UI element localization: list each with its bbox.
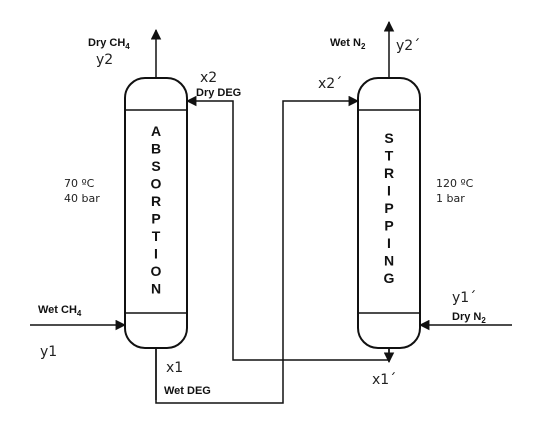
x1-variable: x1 [166,360,183,376]
dry-n2-label: Dry N2 [452,311,486,325]
x2-variable: x2 [200,70,217,86]
wet-ch4-label: Wet CH4 [38,304,82,318]
stripper-temperature: 120 ºC [436,177,474,190]
absorber-pressure: 40 bar [64,192,100,205]
x2-prime-variable: x2´ [318,76,342,92]
absorber-temperature: 70 ºC [64,177,95,190]
y1-variable: y1 [40,344,57,360]
y2-prime-variable: y2´ [396,38,420,54]
wet-deg-label: Wet DEG [164,385,211,397]
y2-variable: y2 [96,52,113,68]
dry-deg-label: Dry DEG [196,87,241,99]
x1-prime-variable: x1´ [372,372,396,388]
y1-prime-variable: y1´ [452,290,476,306]
stripper-pressure: 1 bar [436,192,465,205]
wet-n2-label: Wet N2 [330,37,366,51]
dry-ch4-label: Dry CH4 [88,37,130,51]
